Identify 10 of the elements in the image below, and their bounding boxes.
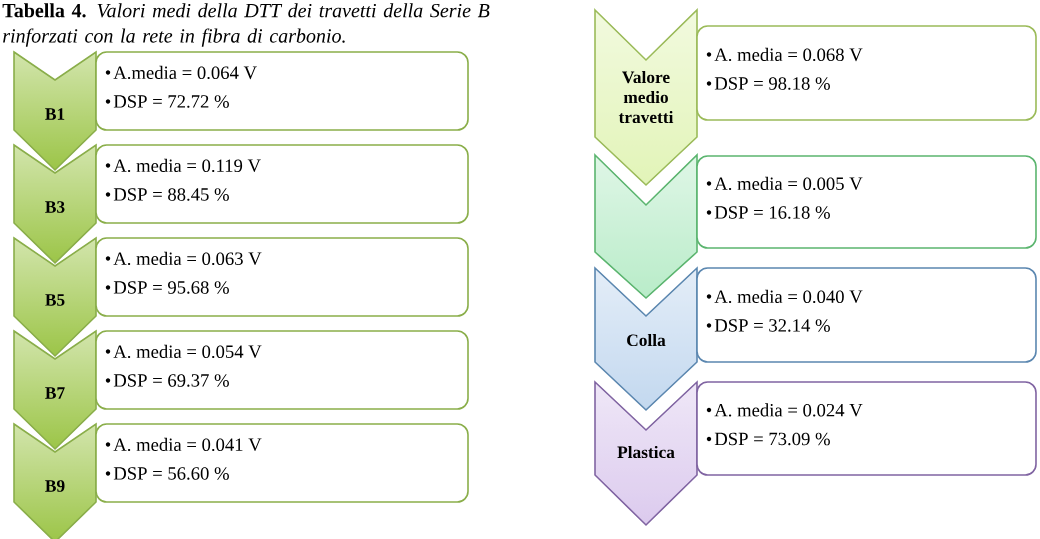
info-box: A. media = 0.054 V DSP = 69.37 % bbox=[95, 330, 469, 410]
info-box: A. media = 0.068 V DSP = 98.18 % bbox=[696, 25, 1037, 121]
info-box: A. media = 0.041 V DSP = 56.60 % bbox=[95, 423, 469, 503]
info-box: A. media = 0.040 V DSP = 32.14 % bbox=[696, 267, 1037, 363]
info-box: A.media = 0.064 V DSP = 72.72 % bbox=[95, 51, 469, 131]
caption-text: Tabella 4. Valori medi della DTT dei travetti della Serie B rinforzati con la rete in fibra di carbonio. bbox=[2, 3, 490, 47]
info-box: A. media = 0.005 V DSP = 16.18 % bbox=[696, 155, 1037, 249]
info-box: A. media = 0.063 V DSP = 95.68 % bbox=[95, 237, 469, 317]
info-box: A. media = 0.119 V DSP = 88.45 % bbox=[95, 144, 469, 224]
info-box: A. media = 0.024 V DSP = 73.09 % bbox=[696, 381, 1037, 476]
